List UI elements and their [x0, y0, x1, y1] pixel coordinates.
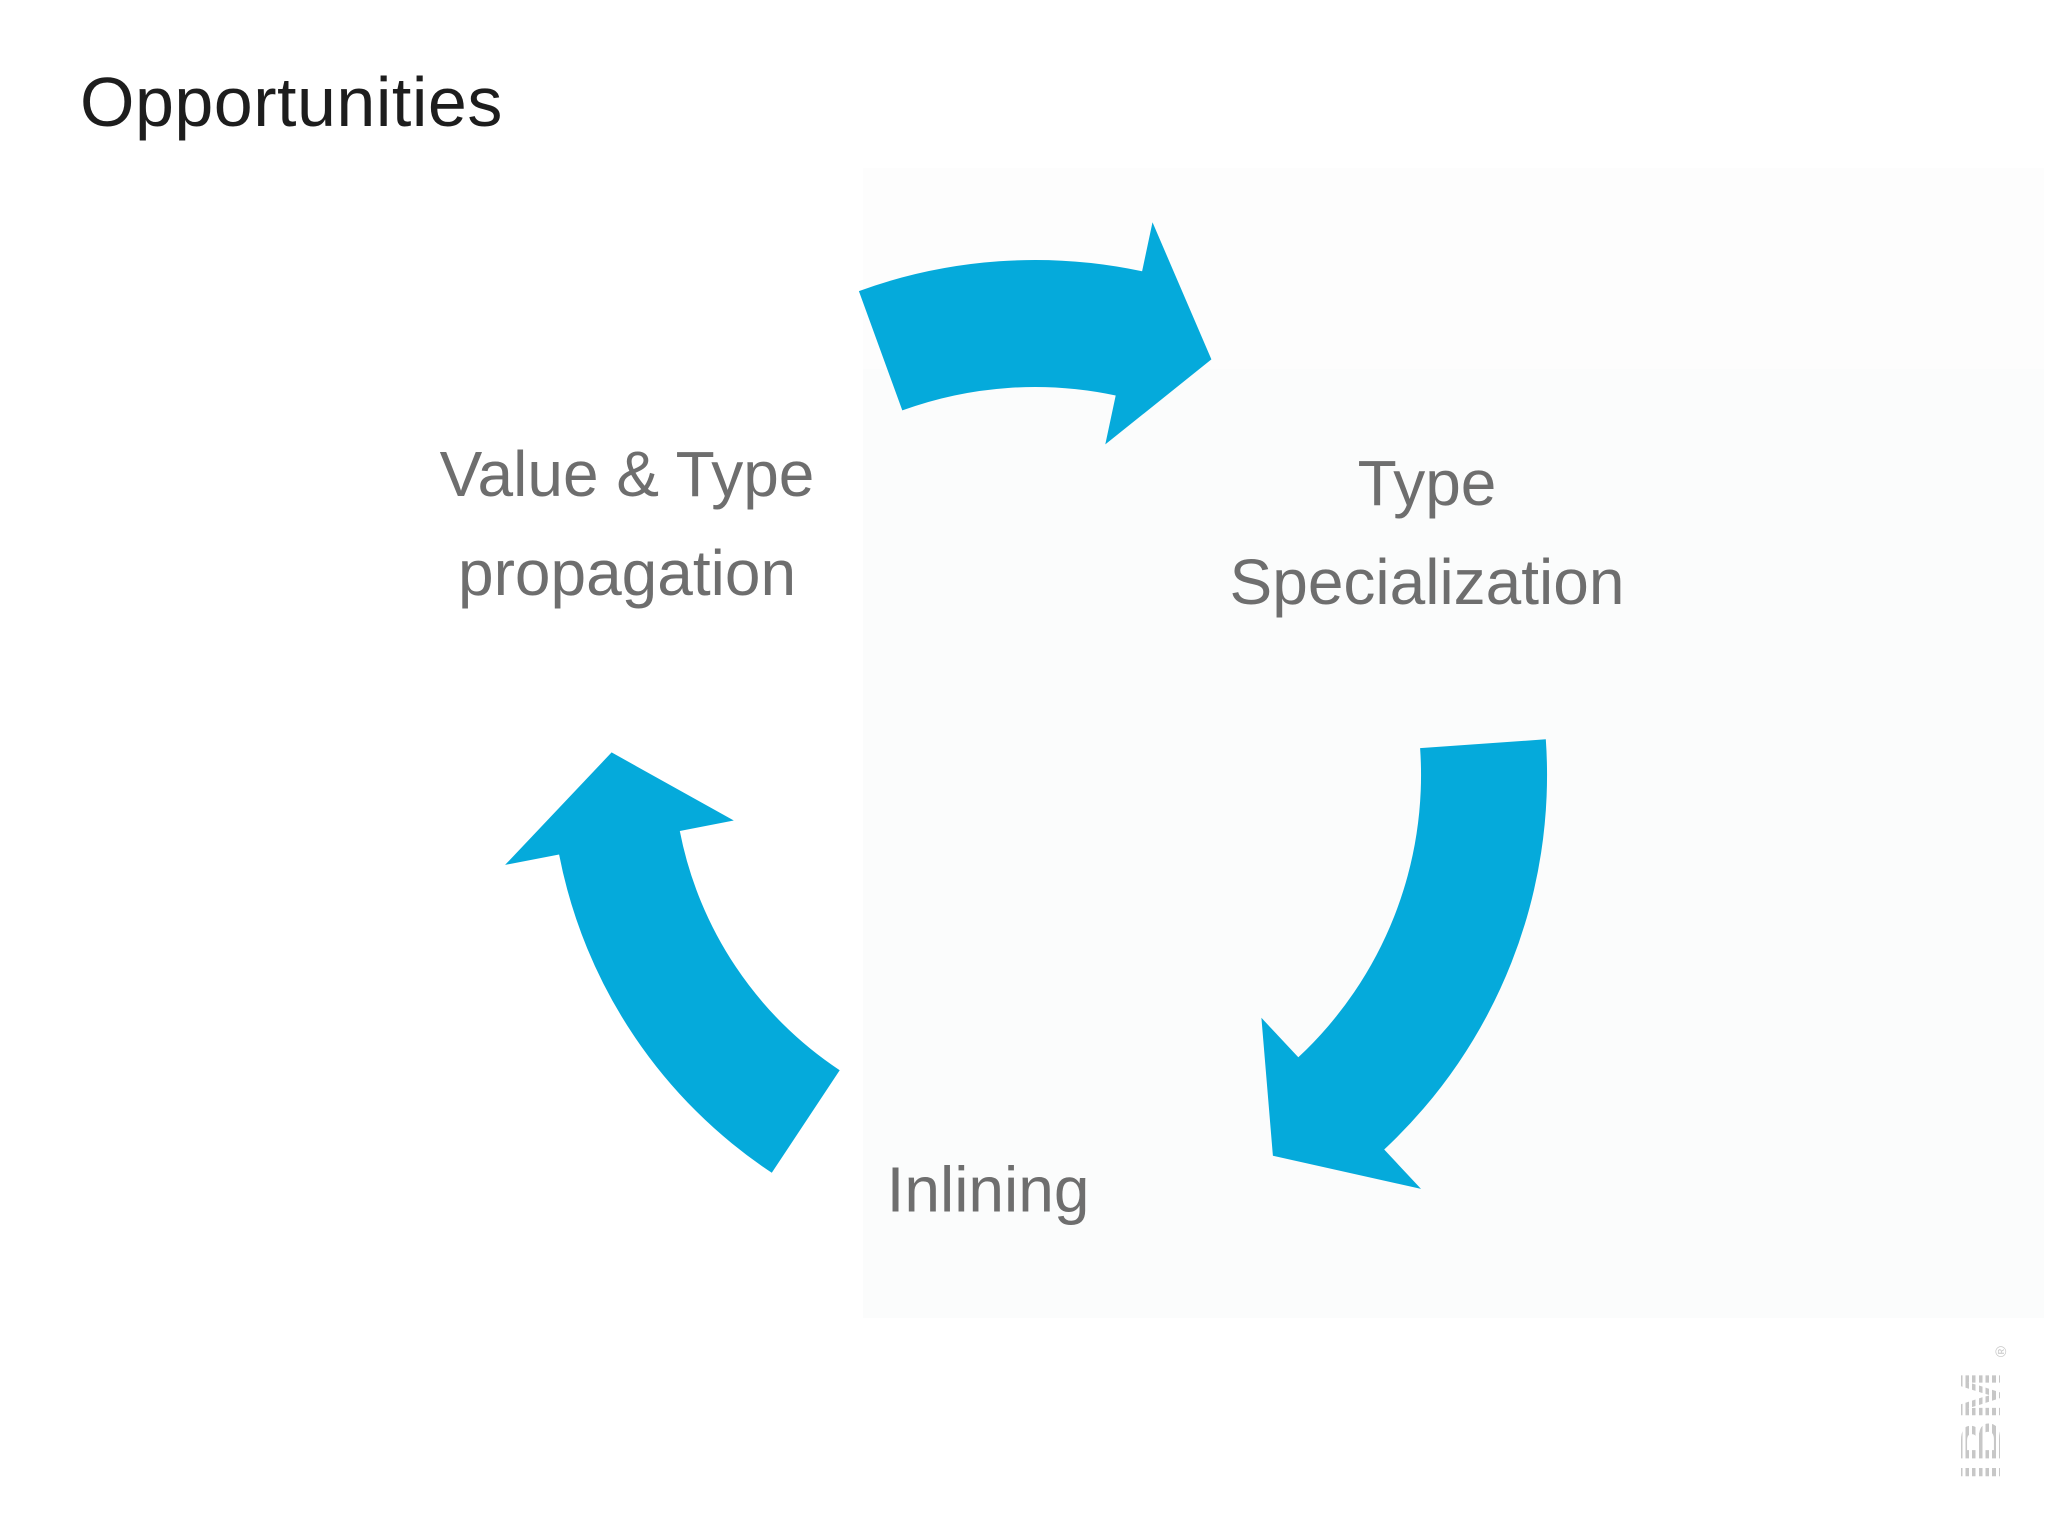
cycle-node-inlining: Inlining [886, 1153, 1090, 1226]
cycle-arrow-top-icon [858, 222, 1212, 445]
page-title: Opportunities [80, 63, 503, 141]
ibm-logo-text: IBM [1949, 1369, 2013, 1480]
cycle-arrow-right-icon [1261, 739, 1548, 1189]
cycle-arrow-left-icon [505, 752, 840, 1173]
cycle-node-type-specialization: Type Specialization [1229, 446, 1625, 618]
registered-trademark-icon: ® [1993, 1346, 2010, 1358]
cycle-node-value-type-propagation: Value & Type propagation [439, 437, 815, 609]
ibm-logo: IBM ® [1949, 1346, 2013, 1480]
